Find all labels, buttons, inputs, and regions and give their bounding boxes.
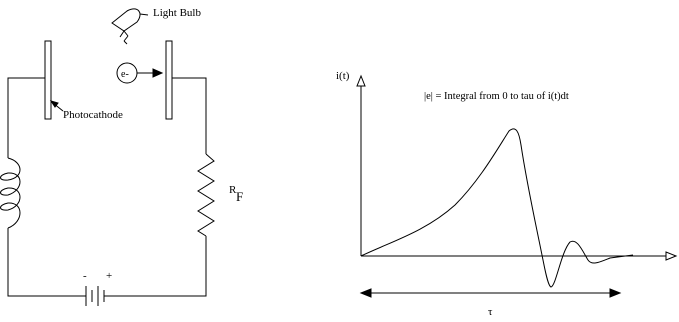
resistor-label-sub: F bbox=[236, 189, 243, 204]
photocathode-label: Photocathode bbox=[63, 109, 123, 121]
tau-arrow-left-head bbox=[359, 288, 372, 298]
x-axis-arrowhead bbox=[665, 251, 678, 261]
anode-plate bbox=[165, 40, 173, 120]
circuit bbox=[0, 8, 215, 306]
integral-annotation: |e| = Integral from 0 to tau of i(t)dt bbox=[424, 91, 569, 102]
right-wire bbox=[104, 77, 207, 297]
battery bbox=[85, 286, 105, 306]
battery-plus: + bbox=[106, 270, 112, 282]
y-axis-arrowhead bbox=[356, 74, 366, 87]
battery-minus: - bbox=[83, 270, 87, 282]
photocathode-plate bbox=[44, 40, 52, 120]
tau-arrow-right-head bbox=[609, 288, 622, 298]
photocathode-pointer-head bbox=[49, 100, 59, 108]
electron-label: e- bbox=[121, 69, 129, 80]
inductor-coil bbox=[0, 157, 21, 229]
current-pulse-curve bbox=[360, 128, 634, 288]
resistor-label-main: R bbox=[229, 184, 237, 196]
bulb-label: Light Bulb bbox=[153, 7, 201, 19]
light-bulb-icon bbox=[111, 8, 149, 45]
electron-arrow-head bbox=[152, 68, 164, 78]
current-graph bbox=[356, 74, 678, 298]
resistor bbox=[197, 153, 215, 237]
y-axis-label: i(t) bbox=[336, 70, 350, 82]
left-wire bbox=[7, 77, 86, 297]
tau-label: τ bbox=[488, 306, 493, 318]
